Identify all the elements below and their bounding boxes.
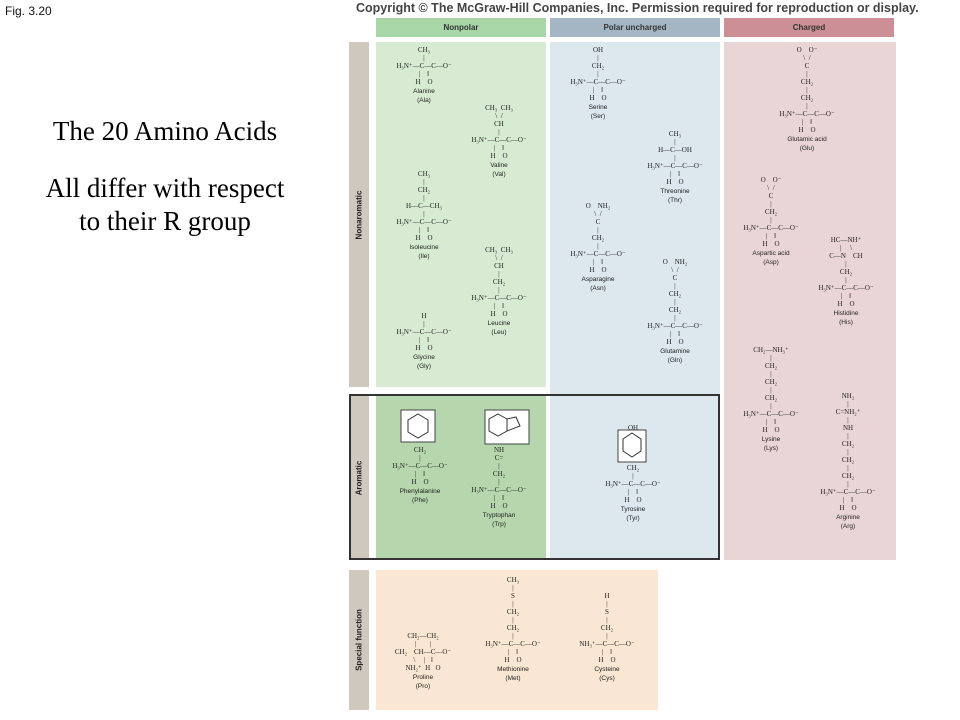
subtitle-line-1: All differ with respect	[45, 173, 285, 203]
amino-acid-threonine: CH₃ | H—C—OH | H₃N⁺—C—C—O⁻ | ‖ H O Threo…	[647, 130, 703, 204]
header-nonpolar: Nonpolar	[376, 18, 546, 37]
subtitle-line-2: to their R group	[79, 206, 251, 236]
amino-acid-glycine: H | H₃N⁺—C—C—O⁻ | ‖ H O Glycine (Gly)	[396, 312, 452, 370]
header-polar-uncharged: Polar uncharged	[550, 18, 720, 37]
figure-label: Fig. 3.20	[5, 4, 52, 18]
aromatic-outline-box	[349, 394, 720, 560]
amino-acid-histidine: HC—NH⁺ | \ C—N CH | CH₂ | H₃N⁺—C—C—O⁻ | …	[818, 236, 874, 326]
tryptophan-ring-icon	[484, 409, 530, 445]
amino-acid-asparagine: O NH₂ \ / C | CH₂ | H₃N⁺—C—C—O⁻ | ‖ H O …	[570, 202, 626, 292]
amino-acid-aspartic-acid: O O⁻ \ / C | CH₂ | H₃N⁺—C—C—O⁻ | ‖ H O A…	[743, 176, 799, 266]
panel-polar-uncharged	[550, 42, 720, 560]
slide-subtitle: All differ with respect to their R group	[10, 172, 320, 238]
amino-acid-cysteine: H | S | CH₂ | NH₃⁺—C—C—O⁻ | ‖ H O Cystei…	[579, 592, 635, 682]
slide-title: The 20 Amino Acids	[52, 116, 278, 146]
header-charged: Charged	[724, 18, 894, 37]
amino-acid-arginine: NH₂ | C=NH₂⁺ | NH | CH₂ | CH₂ | CH₂ | H₃…	[820, 392, 876, 530]
amino-acid-leucine: CH₃ CH₃ \ / CH | CH₂ | H₃N⁺—C—C—O⁻ | ‖ H…	[471, 246, 527, 336]
amino-acid-tyrosine: OH CH₂ | H₃N⁺—C—C—O⁻ | ‖ H O Tyrosine (T…	[605, 424, 661, 522]
panel-special-function	[376, 570, 658, 710]
side-label-aromatic: Aromatic	[349, 396, 369, 560]
amino-acid-valine: CH₃ CH₃ \ / CH | H₃N⁺—C—C—O⁻ | ‖ H O Val…	[471, 104, 527, 178]
amino-acid-lysine: CH₂—NH₃⁺ | CH₂ | CH₂ | CH₂ | H₃N⁺—C—C—O⁻…	[743, 346, 799, 452]
amino-acid-glutamine: O NH₂ \ / C | CH₂ | CH₂ | H₃N⁺—C—C—O⁻ | …	[647, 258, 703, 364]
panel-nonpolar-nonaromatic	[376, 42, 546, 387]
amino-acid-serine: OH | CH₂ | H₃N⁺—C—C—O⁻ | ‖ H O Serine (S…	[570, 46, 626, 120]
phenylalanine-ring-icon	[400, 409, 436, 443]
amino-acid-phenylalanine: CH₂ | H₃N⁺—C—C—O⁻ | ‖ H O Phenylalanine …	[392, 446, 448, 504]
side-label-nonaromatic: Nonaromatic	[349, 42, 369, 387]
tyrosine-ring-icon	[617, 429, 647, 463]
panel-charged	[724, 42, 896, 560]
amino-acid-tryptophan: NH C= | CH₂ | H₃N⁺—C—C—O⁻ | ‖ H O Trypto…	[471, 446, 527, 528]
amino-acid-isoleucine: CH₃ | CH₂ | H—C—CH₃ | H₃N⁺—C—C—O⁻ | ‖ H …	[396, 170, 452, 260]
amino-acid-glutamic-acid: O O⁻ \ / C | CH₂ | CH₂ | H₃N⁺—C—C—O⁻ | ‖…	[779, 46, 835, 152]
amino-acid-methionine: CH₃ | S | CH₂ | CH₂ | H₃N⁺—C—C—O⁻ | ‖ H …	[485, 576, 541, 682]
amino-acid-proline: CH₂—CH₂ | | CH₂ CH—C—O⁻ \ | ‖ NH₂⁺ H O P…	[394, 632, 452, 690]
copyright-notice: Copyright © The McGraw-Hill Companies, I…	[356, 1, 919, 15]
side-label-special-function: Special function	[349, 570, 369, 710]
amino-acid-alanine: CH₃ | H₃N⁺—C—C—O⁻ | ‖ H O Alanine (Ala)	[396, 46, 452, 104]
